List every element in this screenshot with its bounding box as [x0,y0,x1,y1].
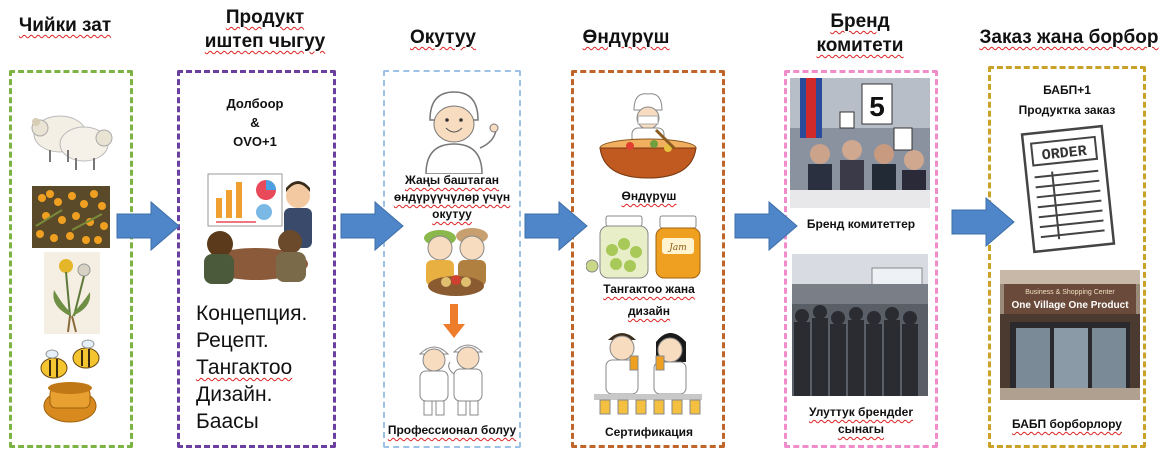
sheep-image [31,115,113,170]
jars-image: Jam [586,215,701,279]
order-center-box [988,66,1146,448]
arrow-right-icon [951,196,1015,248]
national-brand-contest-photo [792,254,928,396]
stage-title-training: Окутуу [410,27,476,48]
order-form-icon: ORDER [1020,124,1116,254]
brand-committee-photo: 5 [790,78,930,208]
packaging-design-caption: Тангактоо жана дизайн [603,282,695,318]
product-dev-list: Концепция. Рецепт. Тангактоо Дизайн. Баа… [196,302,308,433]
jam-label: Jam [667,243,687,253]
production-box [571,70,725,448]
ovop-order-caption: БАБП+1 Продуктка заказ [1018,83,1116,117]
sea-buckthorn-image [32,186,110,248]
center-sign-text: One Village One Product [1011,300,1129,311]
certification-caption: Сертификация [604,425,694,439]
professional-workers-image [418,344,484,416]
cooking-pot-image [599,93,697,179]
product-development-box [177,70,336,448]
meeting-image [204,173,312,284]
project-ovo-label: Долбоор & OVO+1 [226,96,284,149]
bees-honey-image [40,339,100,423]
ovop-center-photo: Business & Shopping Center One Village O… [1000,270,1140,400]
order-title-text: ORDER [1041,143,1088,165]
production-caption: Өндүрүш [621,189,677,203]
trainer-image [425,91,499,174]
center-sign-small-text: Business & Shopping Center [1025,289,1115,296]
dandelion-image [44,252,100,334]
stage-title-raw-material: Чийки зат [18,15,112,36]
arrow-down-icon [443,304,465,338]
ovop-centers-caption: БАБП борборлору [1012,417,1122,431]
farmers-image [424,228,488,296]
arrow-right-icon [524,200,588,252]
score-card-number: 5 [869,91,885,122]
stage-title-order-center: Заказ жана борбор [979,27,1159,48]
stage-title-product-development: Продукт иштеп чыгуу [204,7,326,52]
brand-committee-box [784,70,938,448]
training-caption: Жаңы баштаган өндүрүүчүлөр үчүн окутуу [393,173,511,221]
stage-title-brand-committee: Бренд комитети [816,11,904,56]
certification-image [594,333,702,415]
national-brand-contest-caption: Улуттук брендder сынагы [808,405,913,436]
professional-caption: Профессионал болуу [387,423,517,437]
arrow-right-icon [340,200,404,252]
arrow-right-icon [734,200,798,252]
training-box [383,70,521,448]
arrow-right-icon [116,200,180,252]
brand-committees-caption: Бренд комитеттер [806,217,916,231]
stage-title-production: Өндүрүш [582,27,670,48]
raw-material-box [9,70,133,448]
